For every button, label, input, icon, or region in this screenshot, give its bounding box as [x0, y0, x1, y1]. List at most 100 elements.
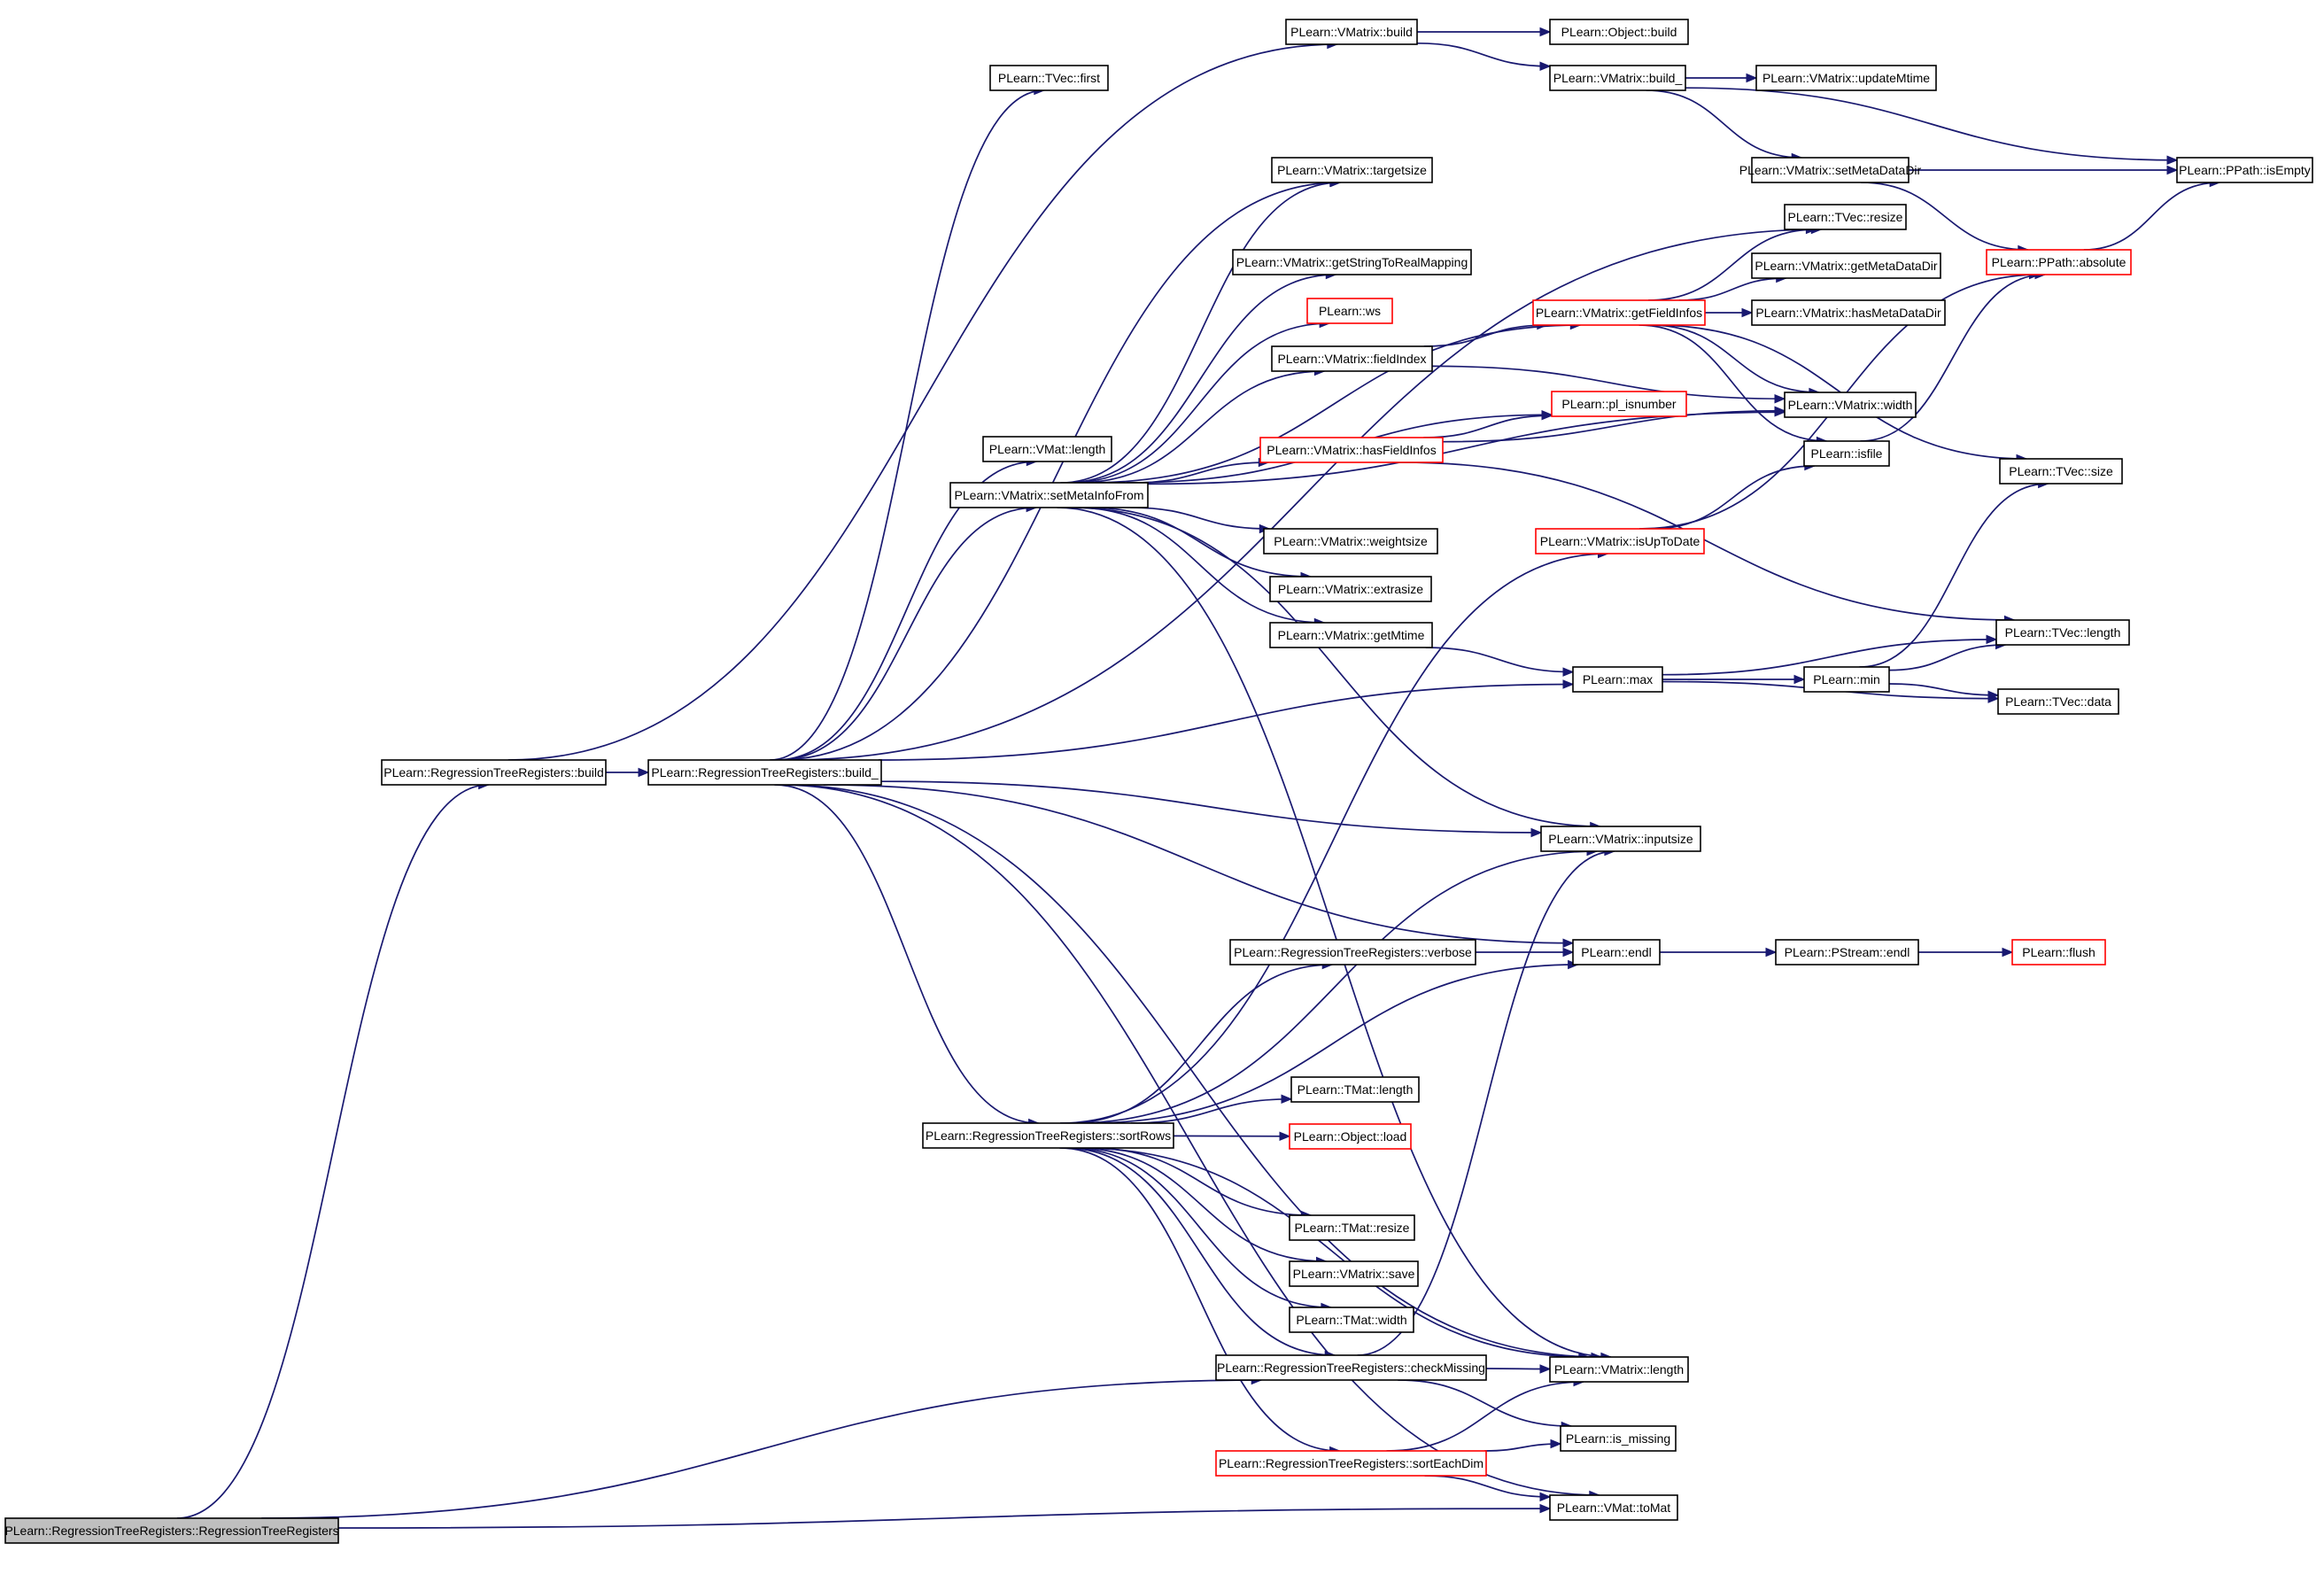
- node-tvec-resize[interactable]: PLearn::TVec::resize: [1784, 204, 1907, 230]
- arrowhead-icon: [1987, 690, 2000, 701]
- node-vm-getMtime[interactable]: PLearn::VMatrix::getMtime: [1269, 622, 1433, 648]
- node-ppath-absolute[interactable]: PLearn::PPath::absolute: [1986, 249, 2132, 275]
- node-label: PLearn::VMatrix::length: [1554, 1362, 1684, 1376]
- node-label: PLearn::VMatrix::fieldIndex: [1277, 352, 1426, 366]
- call-edge-line: [1484, 1443, 1561, 1452]
- node-vm-getMetaDataDir[interactable]: PLearn::VMatrix::getMetaDataDir: [1751, 252, 1941, 279]
- call-edge-line: [1678, 277, 1786, 301]
- node-root[interactable]: PLearn::RegressionTreeRegisters::Regress…: [4, 1517, 339, 1544]
- node-tvec-data[interactable]: PLearn::TVec::data: [1997, 688, 2119, 715]
- call-edge-line: [1442, 409, 1786, 443]
- call-edge-root-to-vmat_toMat: [337, 1503, 1552, 1529]
- arrowhead-icon: [1539, 27, 1552, 37]
- node-pl-isnumber[interactable]: PLearn::pl_isnumber: [1551, 391, 1687, 417]
- call-edge-line: [1662, 639, 1997, 676]
- node-vm-hasFieldInfos[interactable]: PLearn::VMatrix::hasFieldInfos: [1259, 437, 1444, 463]
- node-label: PLearn::min: [1813, 672, 1879, 686]
- call-edge-line: [1859, 483, 2049, 668]
- call-edge-rtr_sortEachDim-to-pl_is_missing: [1484, 1439, 1562, 1452]
- node-vm-width[interactable]: PLearn::VMatrix::width: [1784, 392, 1917, 418]
- call-edge-line: [1646, 89, 1802, 159]
- node-tvec-first[interactable]: PLearn::TVec::first: [989, 65, 1109, 91]
- node-pl-isfile[interactable]: PLearn::isfile: [1803, 440, 1890, 467]
- node-vm-getStringToRealMapping[interactable]: PLearn::VMatrix::getStringToRealMapping: [1232, 249, 1472, 275]
- node-vm-weightsize[interactable]: PLearn::VMatrix::weightsize: [1263, 528, 1438, 554]
- call-edge-line: [507, 43, 1337, 761]
- node-label: PLearn::flush: [2022, 945, 2095, 959]
- node-vm-save[interactable]: PLearn::VMatrix::save: [1289, 1260, 1419, 1287]
- node-vm-inputsize[interactable]: PLearn::VMatrix::inputsize: [1540, 826, 1701, 852]
- call-edge-pl_min-to-tvec_data: [1888, 683, 2000, 701]
- node-rtr-build-[interactable]: PLearn::RegressionTreeRegisters::build_: [647, 759, 882, 786]
- call-edge-line: [1072, 850, 1598, 1124]
- arrowhead-icon: [1530, 827, 1543, 838]
- node-tmat-width[interactable]: PLearn::TMat::width: [1289, 1307, 1414, 1333]
- node-pl-min[interactable]: PLearn::min: [1803, 666, 1890, 693]
- node-label: PLearn::TMat::width: [1296, 1313, 1406, 1327]
- node-ppath-isEmpty[interactable]: PLearn::PPath::isEmpty: [2176, 157, 2313, 183]
- node-obj-build[interactable]: PLearn::Object::build: [1549, 19, 1689, 45]
- call-edge-rtr_sortEachDim-to-vmat_toMat: [1424, 1475, 1552, 1502]
- node-vm-targetsize[interactable]: PLearn::VMatrix::targetsize: [1271, 157, 1433, 183]
- call-edge-line: [880, 780, 1542, 834]
- call-edge-line: [782, 784, 1602, 1358]
- node-label: PLearn::VMatrix::getStringToRealMapping: [1236, 255, 1468, 269]
- node-pl-endl[interactable]: PLearn::endl: [1572, 939, 1661, 965]
- node-pl-is-missing[interactable]: PLearn::is_missing: [1560, 1425, 1677, 1452]
- node-tmat-resize[interactable]: PLearn::TMat::resize: [1289, 1214, 1415, 1241]
- call-edge-line: [774, 784, 1039, 1124]
- node-vm-setMetaDataDir[interactable]: PLearn::VMatrix::setMetaDataDir: [1739, 157, 1922, 183]
- call-edge-vm_setMetaInfoFrom-to-vm_weightsize: [1130, 507, 1271, 534]
- node-vm-fieldIndex[interactable]: PLearn::VMatrix::fieldIndex: [1271, 345, 1433, 372]
- arrowhead-icon: [1746, 73, 1758, 83]
- node-pl-flush[interactable]: PLearn::flush: [2011, 939, 2106, 965]
- node-vm-extrasize[interactable]: PLearn::VMatrix::extrasize: [1269, 576, 1432, 602]
- node-vmat-length[interactable]: PLearn::VMat::length: [982, 436, 1112, 462]
- call-edge-line: [2083, 182, 2220, 251]
- node-vm-length[interactable]: PLearn::VMatrix::length: [1549, 1356, 1689, 1383]
- call-edge-vm_fieldIndex-to-vm_width: [1431, 365, 1786, 404]
- node-box: [1803, 440, 1890, 467]
- node-rtr-checkMissing[interactable]: PLearn::RegressionTreeRegisters::checkMi…: [1215, 1354, 1487, 1381]
- node-label: PLearn::RegressionTreeRegisters::sortEac…: [1219, 1456, 1483, 1470]
- node-pl-ws[interactable]: PLearn::ws: [1306, 298, 1393, 324]
- node-vm-hasMetaDataDir[interactable]: PLearn::VMatrix::hasMetaDataDir: [1751, 299, 1946, 326]
- call-edge-line: [1076, 370, 1325, 484]
- call-edge-vm_getMtime-to-pl_max: [1425, 647, 1575, 677]
- call-edge-line: [1425, 647, 1574, 673]
- node-vm-getFieldInfos[interactable]: PLearn::VMatrix::getFieldInfos: [1532, 299, 1706, 326]
- node-vm-updateMtime[interactable]: PLearn::VMatrix::updateMtime: [1755, 65, 1937, 91]
- node-label: PLearn::Object::build: [1561, 25, 1677, 39]
- call-edge-line: [1086, 964, 1578, 1124]
- node-vm-setMetaInfoFrom[interactable]: PLearn::VMatrix::setMetaInfoFrom: [949, 482, 1149, 508]
- node-vm-isUpToDate[interactable]: PLearn::VMatrix::isUpToDate: [1535, 528, 1705, 554]
- node-rtr-build[interactable]: PLearn::RegressionTreeRegisters::build: [381, 759, 607, 786]
- node-vm-build[interactable]: PLearn::VMatrix::build: [1285, 19, 1418, 45]
- node-box: [1269, 622, 1433, 648]
- node-label: PLearn::VMatrix::build: [1290, 25, 1413, 39]
- node-tmat-length[interactable]: PLearn::TMat::length: [1290, 1076, 1420, 1103]
- node-label: PLearn::PPath::isEmpty: [2179, 163, 2311, 177]
- node-obj-load[interactable]: PLearn::Object::load: [1289, 1123, 1412, 1150]
- node-tvec-size[interactable]: PLearn::TVec::size: [1999, 458, 2123, 485]
- node-rtr-sortRows[interactable]: PLearn::RegressionTreeRegisters::sortRow…: [922, 1122, 1174, 1149]
- call-edge-line: [1416, 42, 1551, 67]
- node-vmat-toMat[interactable]: PLearn::VMat::toMat: [1549, 1494, 1678, 1521]
- node-pstream-endl[interactable]: PLearn::PStream::endl: [1775, 939, 1919, 965]
- call-edge-line: [1130, 507, 1270, 530]
- node-label: PLearn::TVec::size: [2009, 464, 2113, 478]
- call-edge-line: [1860, 274, 2046, 442]
- call-edge-line: [1398, 1379, 1572, 1427]
- node-vm-build-[interactable]: PLearn::VMatrix::build_: [1549, 65, 1686, 91]
- node-rtr-verbose[interactable]: PLearn::RegressionTreeRegisters::verbose: [1229, 939, 1476, 965]
- arrowhead-icon: [1562, 947, 1575, 958]
- node-box: [1232, 249, 1472, 275]
- call-edge-line: [878, 683, 1574, 761]
- node-pl-max[interactable]: PLearn::max: [1572, 666, 1663, 693]
- node-box: [1572, 939, 1661, 965]
- arrowhead-icon: [1539, 1503, 1552, 1514]
- node-tvec-length[interactable]: PLearn::TVec::length: [1995, 619, 2130, 646]
- call-edge-vm_hasFieldInfos-to-vm_width: [1442, 406, 1786, 443]
- call-edge-line: [1423, 324, 1547, 347]
- node-rtr-sortEachDim[interactable]: PLearn::RegressionTreeRegisters::sortEac…: [1215, 1450, 1487, 1477]
